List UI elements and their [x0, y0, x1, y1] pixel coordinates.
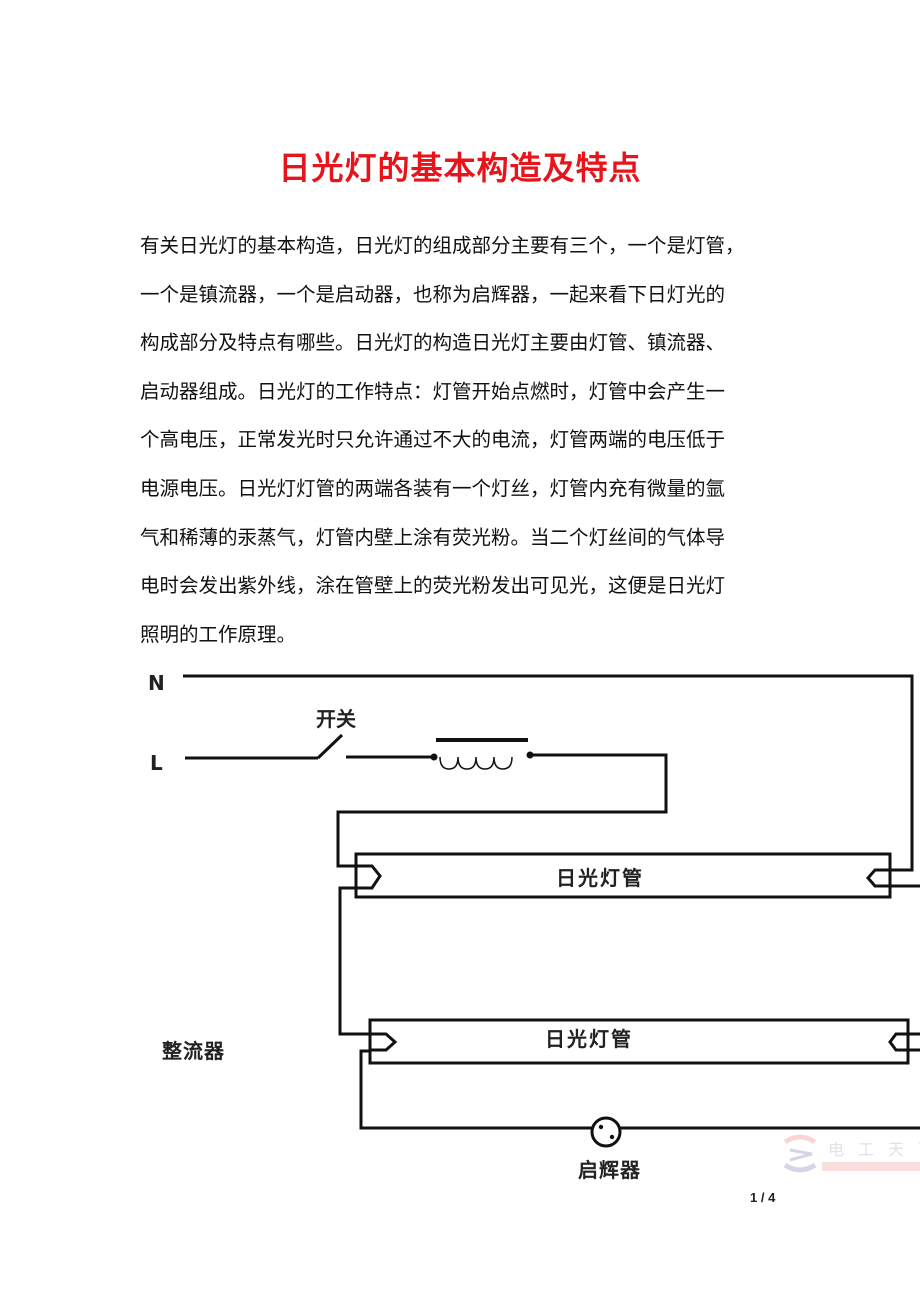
tube-link-wire — [338, 886, 371, 1036]
page-number: 1 / 4 — [750, 1190, 776, 1205]
label-starter: 启辉器 — [578, 1158, 641, 1182]
body-line: 有关日光灯的基本构造，日光灯的组成部分主要有三个，一个是灯管， — [140, 234, 745, 257]
tube-2-left-filament — [371, 1032, 398, 1052]
svg-text:电工天下: 电工天下 — [828, 1140, 920, 1159]
body-line: 气和稀薄的汞蒸气，灯管内壁上涂有荧光粉。当二个灯丝间的气体导 — [140, 525, 726, 549]
body-line: 电时会发出紫外线，涂在管壁上的荧光粉发出可见光，这便是日光灯 — [140, 574, 726, 598]
switch-lever — [316, 733, 344, 760]
body-paragraph: 有关日光灯的基本构造，日光灯的组成部分主要有三个，一个是灯管， 一个是镇流器，一… — [140, 226, 820, 663]
label-ballast: 整流器 — [161, 1039, 225, 1063]
body-line: 启动器组成。日光灯的工作特点：灯管开始点燃时，灯管中会产生一 — [140, 379, 726, 403]
document-title: 日光灯的基本构造及特点 — [278, 149, 642, 187]
body-line: 一个是镇流器，一个是启动器，也称为启辉器，一起来看下日灯光的 — [140, 282, 726, 306]
watermark-logo: 电工天下 — [783, 1134, 920, 1173]
ballast-to-tube-wire — [336, 753, 668, 868]
label-n: N — [148, 671, 165, 695]
tube-1-right-filament — [866, 868, 920, 888]
tube-1-left-filament — [357, 864, 382, 890]
body-line: 电源电压。日光灯灯管的两端各装有一个灯丝，灯管内充有微量的氩 — [140, 476, 726, 500]
tube-2-label: 日光灯管 — [545, 1027, 633, 1051]
tube-1 — [354, 852, 892, 899]
body-line: 构成部分及特点有哪些。日光灯的构造日光灯主要由灯管、镇流器、 — [140, 331, 726, 355]
tube-2-right-filament — [888, 1032, 920, 1052]
ballast-coil — [439, 756, 513, 770]
label-l: L — [150, 751, 163, 775]
starter-icon — [590, 1116, 622, 1148]
tube-2 — [368, 1018, 910, 1065]
body-line: 照明的工作原理。 — [140, 622, 297, 646]
label-switch: 开关 — [316, 707, 356, 731]
body-line: 个高电压，正常发光时只允许通过不大的电流，灯管两端的电压低于 — [140, 428, 726, 452]
neutral-wire — [183, 674, 914, 872]
starter-wire — [359, 1049, 592, 1130]
tube-1-label: 日光灯管 — [556, 866, 644, 890]
